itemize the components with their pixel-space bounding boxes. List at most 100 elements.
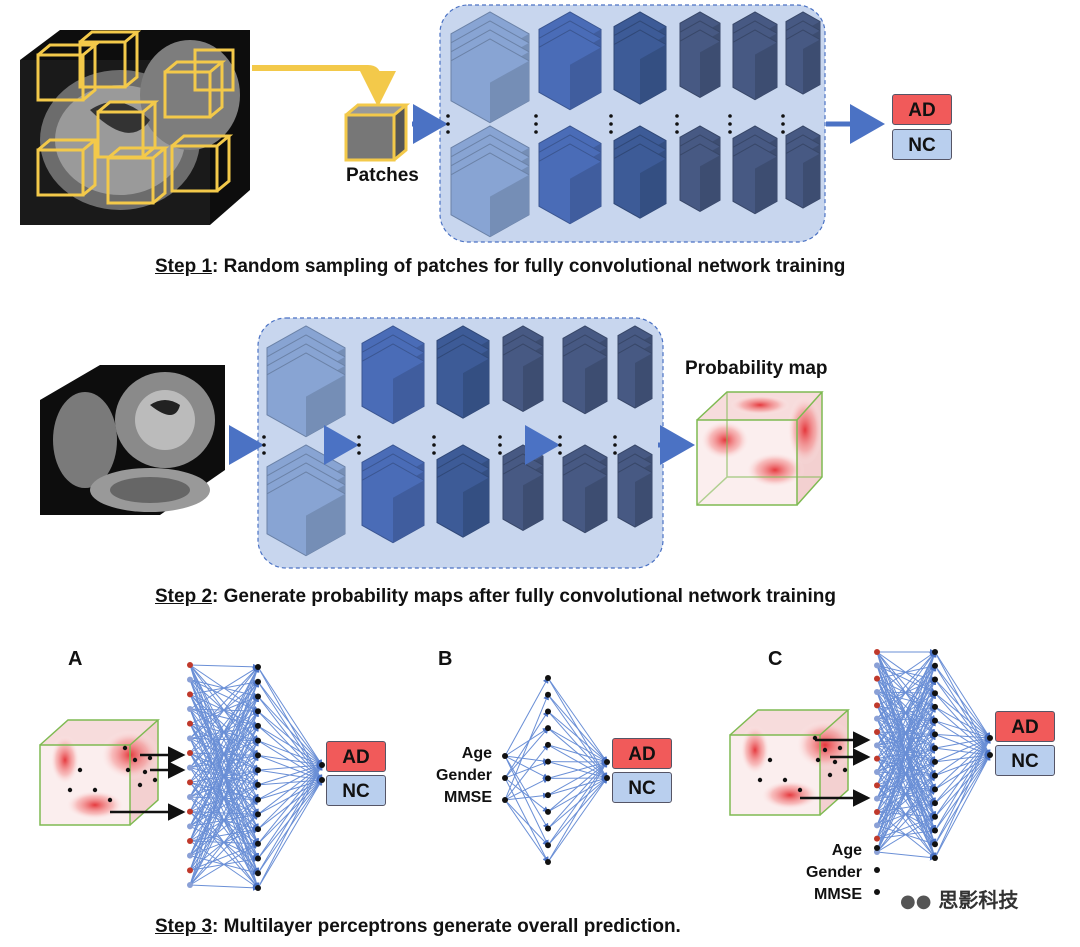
feature-map-side [585, 475, 607, 533]
probability-map-cube [696, 391, 824, 506]
mlp-hidden-node [255, 885, 261, 891]
mlp-output-node [604, 759, 610, 765]
mlp-edge [257, 754, 323, 768]
input-mmse-c: MMSE [814, 886, 862, 903]
mlp-edge [547, 777, 608, 863]
mlp-edge [934, 679, 991, 739]
mlp-input-node [187, 706, 193, 712]
mlp-edge [257, 764, 323, 889]
continuation-dot [432, 451, 436, 455]
mlp-edge [934, 692, 991, 739]
mlp-input-node [874, 662, 880, 669]
mlp-input-node [874, 755, 880, 762]
mlp-hidden-node [932, 758, 938, 765]
mlp-hidden-node [545, 825, 551, 832]
mlp-edge [547, 761, 608, 829]
mlp-edge [934, 737, 991, 763]
mlp-edge [257, 779, 323, 889]
patches-label: Patches [346, 165, 419, 186]
step1-caption-text: : Random sampling of patches for fully c… [212, 256, 846, 277]
feature-map-side [640, 158, 666, 219]
mlp-hidden-node [932, 745, 938, 752]
mlp-hidden-node [932, 813, 938, 820]
panel-b-letter: B [438, 648, 453, 670]
mlp-edge [547, 744, 608, 764]
continuation-dot [432, 435, 436, 439]
mlp-edge [257, 764, 323, 859]
continuation-dot [728, 130, 732, 134]
ad-output-step1: AD [892, 94, 952, 125]
mlp-edge [934, 754, 991, 804]
continuation-dot [534, 130, 538, 134]
mlp-input-node [874, 835, 880, 842]
continuation-dot [432, 443, 436, 447]
step1-caption-prefix: Step 1 [155, 256, 213, 277]
mlp-output-node [987, 735, 993, 741]
mlp-edge [504, 777, 549, 801]
mlp-edge [547, 694, 608, 763]
mlp-edge [257, 764, 323, 845]
mlp-edge [876, 651, 936, 733]
continuation-dot [728, 122, 732, 126]
mlp-edge [547, 727, 608, 763]
ad-output-b: AD [612, 738, 672, 769]
mlp-edge [189, 884, 259, 891]
continuation-dot [357, 451, 361, 455]
continuation-dot [498, 443, 502, 447]
continuation-dot [675, 122, 679, 126]
mlp-edge [504, 777, 549, 863]
feature-map-side [306, 493, 345, 556]
brain-volume-step1 [20, 30, 250, 225]
mlp-edge [257, 764, 323, 830]
input-mmse-b: MMSE [444, 789, 492, 806]
mlp-hidden-node [545, 792, 551, 799]
mlp-edge [189, 666, 259, 754]
feature-map-side [570, 161, 601, 224]
mlp-edge [257, 725, 323, 766]
step2-caption: Step 2: Generate probability maps after … [155, 586, 836, 608]
mlp-edge [876, 651, 936, 786]
mlp-edge [504, 755, 549, 779]
panel-a-letter: A [68, 648, 83, 670]
mlp-edge [934, 665, 991, 739]
feature-map-side [306, 374, 345, 437]
mlp-input-node [187, 808, 193, 815]
feature-map-side [803, 39, 820, 95]
continuation-dot [781, 130, 785, 134]
mlp-edge [257, 764, 323, 874]
panel-c-letter: C [768, 648, 783, 670]
mlp-edge [504, 693, 549, 801]
mlp-input-node [874, 689, 880, 695]
mlp-edge [257, 710, 323, 766]
mlp-edge [934, 720, 991, 740]
mlp-hidden-node [545, 691, 551, 698]
mlp-hidden-node [932, 676, 938, 683]
mlp-input-node [187, 735, 193, 742]
mlp-hidden-node [255, 826, 261, 833]
mlp-edge [876, 692, 936, 799]
continuation-dot [446, 122, 450, 126]
mlp-output-node [987, 752, 993, 758]
mlp-input-node [187, 779, 193, 786]
continuation-dot [609, 114, 613, 118]
mlp-hidden-node [545, 775, 551, 782]
mlp-edge [189, 663, 259, 670]
mlp-edge [934, 754, 991, 818]
input-age-c: Age [831, 842, 862, 859]
mlp-hidden-node [255, 870, 261, 877]
mlp-demographic-node [874, 889, 880, 895]
feature-map-side [463, 477, 489, 538]
mlp-edge [876, 774, 936, 853]
watermark: ●● 思影科技 [900, 884, 1018, 913]
feature-arrows [110, 731, 871, 821]
mlp-edge [876, 651, 936, 693]
mlp-edge [876, 706, 936, 826]
continuation-dot [534, 122, 538, 126]
mlp-input-node [874, 822, 880, 829]
feature-map-side [523, 474, 543, 531]
continuation-dot [675, 130, 679, 134]
mlp-input-node [874, 742, 880, 749]
mlp-edge [504, 755, 549, 847]
